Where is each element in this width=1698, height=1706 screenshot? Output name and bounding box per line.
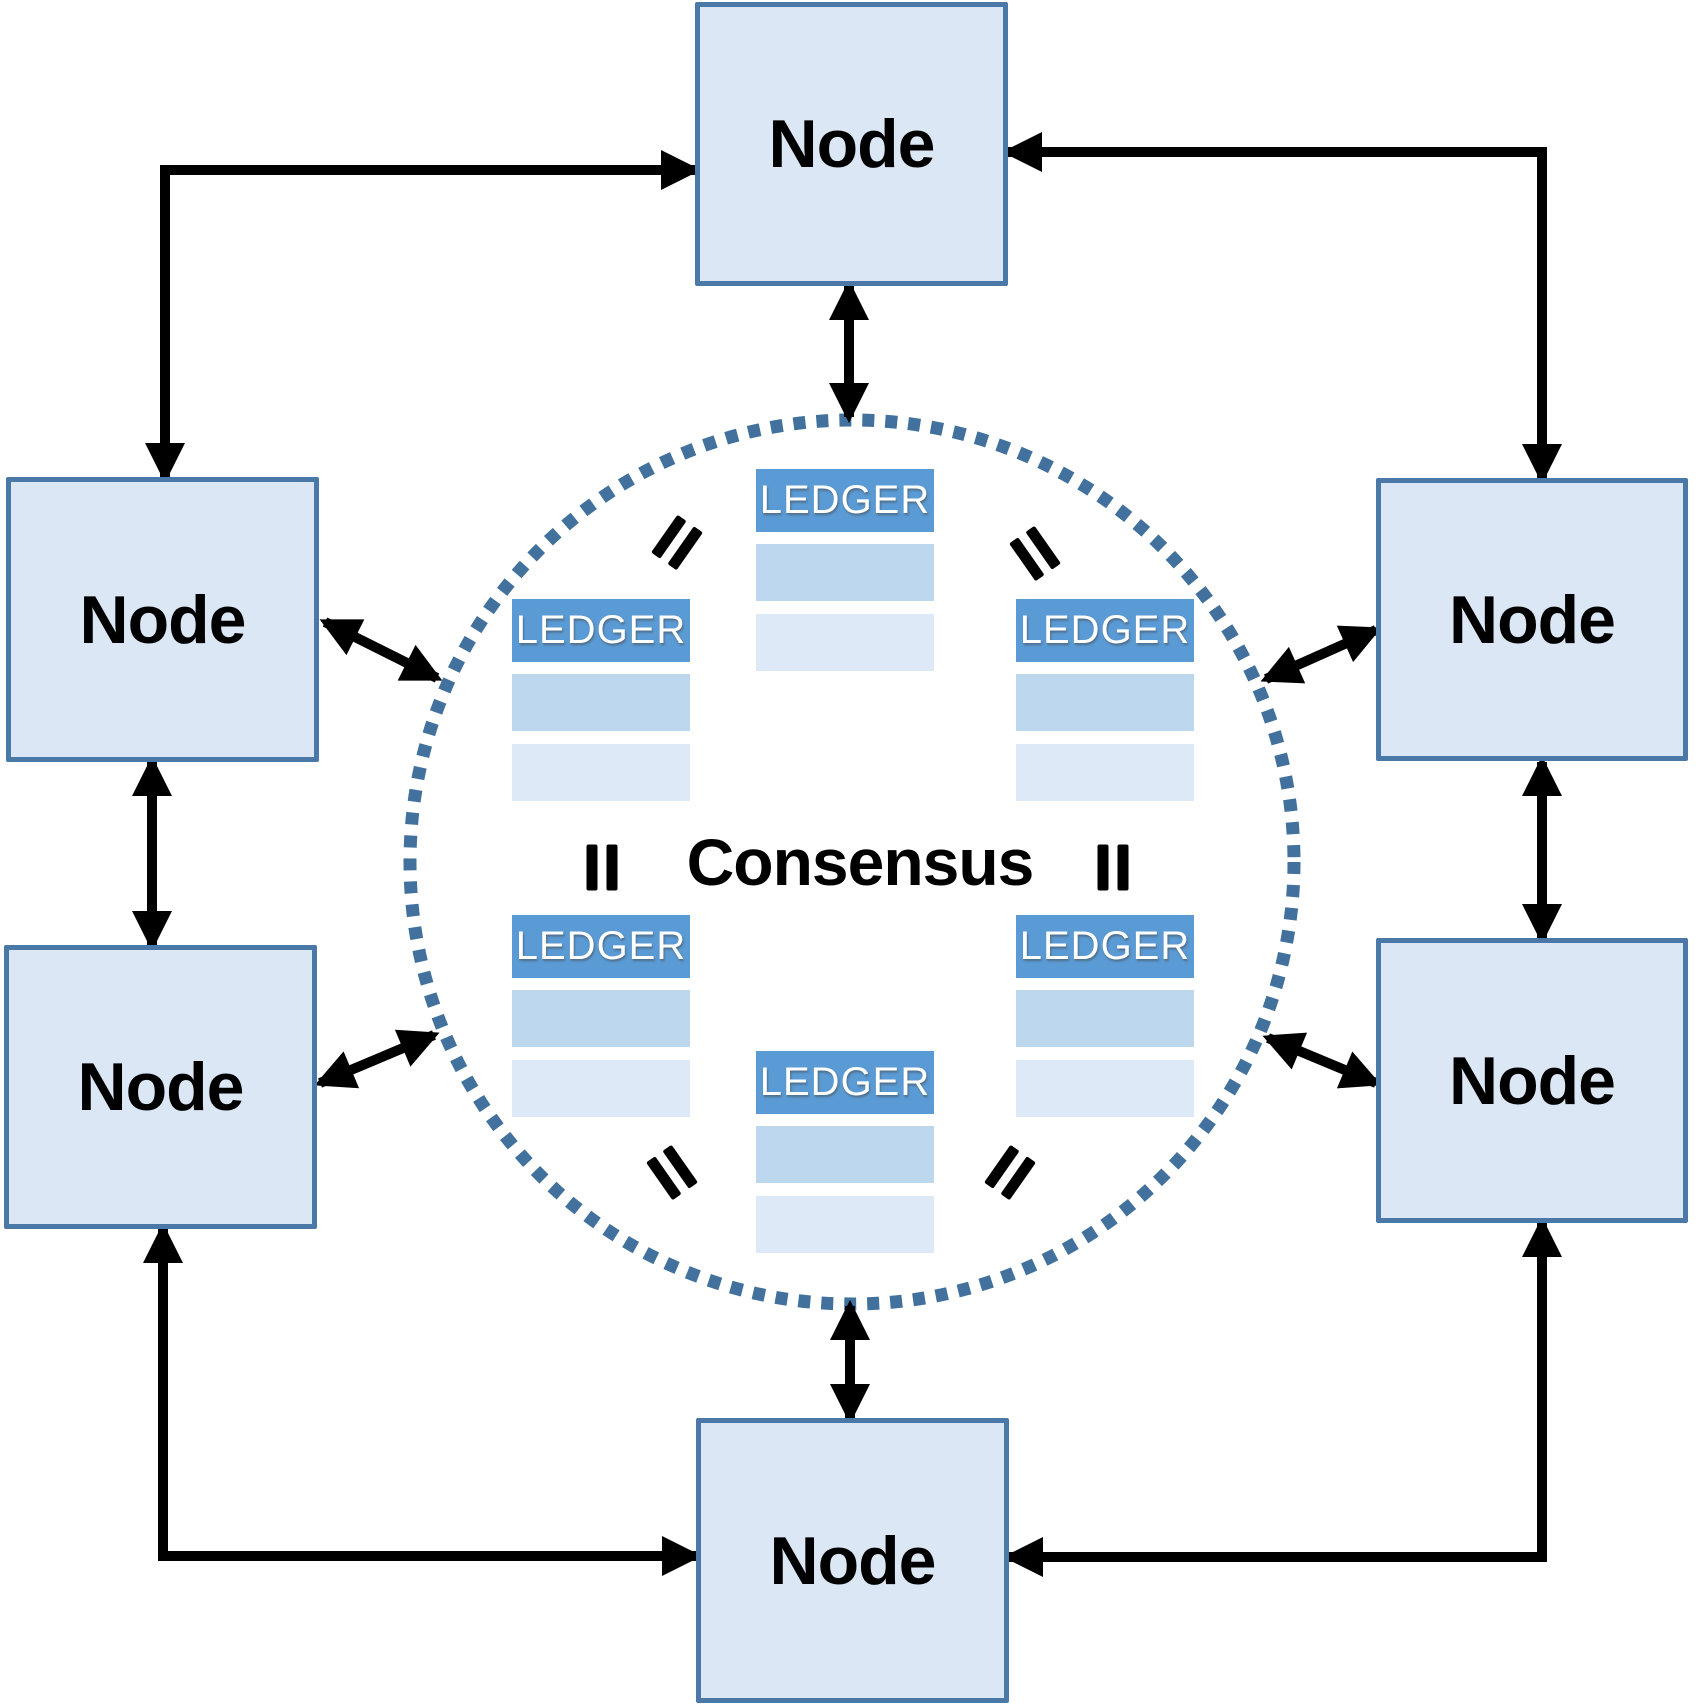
node-label: Node	[77, 1049, 245, 1125]
equals-icon	[586, 844, 618, 891]
ledger-blank-row	[756, 1196, 934, 1253]
node-box-lower-right: Node	[1376, 938, 1688, 1223]
ledger-header: LEDGER	[756, 469, 934, 532]
ledger-blank-row	[1016, 1060, 1194, 1117]
ledger-header: LEDGER	[512, 599, 690, 662]
ledger-header: LEDGER	[1016, 599, 1194, 662]
arrow-upper-left-diagonal	[319, 617, 443, 683]
ledger-table-lower-right: LEDGER	[1016, 915, 1194, 1117]
ledger-header: LEDGER	[1016, 915, 1194, 978]
ledger-blank-row	[756, 1126, 934, 1183]
ledger-table-upper-right: LEDGER	[1016, 599, 1194, 801]
ledger-table-top-center: LEDGER	[756, 469, 934, 671]
node-label: Node	[79, 581, 247, 658]
ledger-blank-row	[1016, 744, 1194, 801]
arrow-upper-right-diagonal	[1260, 625, 1382, 684]
ledger-header: LEDGER	[756, 1051, 934, 1114]
ledger-table-bottom-center: LEDGER	[756, 1051, 934, 1253]
ledger-blank-row	[1016, 990, 1194, 1047]
node-box-top: Node	[695, 2, 1008, 286]
ledger-blank-row	[1016, 674, 1194, 731]
node-box-upper-left: Node	[6, 477, 319, 762]
ledger-table-lower-left: LEDGER	[512, 915, 690, 1117]
node-label: Node	[769, 1522, 937, 1599]
equals-icon	[1097, 844, 1129, 891]
arrow-elbow-bottom-left	[143, 1223, 702, 1576]
ledger-blank-row	[756, 544, 934, 601]
ledger-blank-row	[512, 674, 690, 731]
ledger-table-upper-left: LEDGER	[512, 599, 690, 801]
arrow-elbow-top-left	[145, 150, 701, 483]
arrow-elbow-top-right	[1002, 132, 1562, 484]
ledger-blank-row	[756, 614, 934, 671]
consensus-title: Consensus	[686, 825, 1035, 899]
node-label: Node	[768, 106, 936, 182]
arrow-elbow-bottom-right	[1003, 1217, 1562, 1577]
node-box-upper-right: Node	[1376, 478, 1688, 761]
ledger-blank-row	[512, 744, 690, 801]
node-label: Node	[1449, 581, 1616, 658]
node-label: Node	[1449, 1042, 1616, 1119]
node-box-lower-left: Node	[4, 945, 317, 1229]
ledger-blank-row	[512, 990, 690, 1047]
ledger-blank-row	[512, 1060, 690, 1117]
arrow-lower-right-diagonal	[1262, 1032, 1382, 1089]
node-box-bottom: Node	[696, 1418, 1009, 1703]
arrow-lower-left-diagonal	[314, 1029, 440, 1089]
ledger-header: LEDGER	[512, 915, 690, 978]
